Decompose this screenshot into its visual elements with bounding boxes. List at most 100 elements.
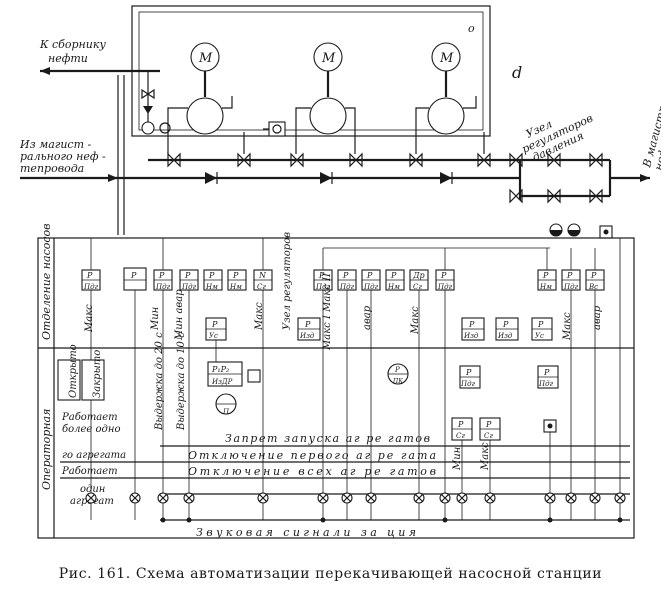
svg-text:Р: Р [465,368,472,377]
vlabel-max3: Макс [410,306,421,335]
svg-text:Изд: Изд [299,332,315,340]
relay-r-uc-1: Р Ус [205,317,227,341]
svg-text:ИзДР: ИзДР [211,378,233,386]
pipeline-valves [167,152,613,239]
lamp-3 [157,492,169,504]
svg-text:Р: Р [440,271,447,280]
lamp-6 [317,492,329,504]
lamp-12 [484,492,496,504]
svg-text:Нм: Нм [205,283,218,291]
label-collector: К сборнику нефти [39,38,109,65]
lamp-4 [183,492,195,504]
sensor-r-pdg-1: Р Пдг [81,269,101,291]
svg-text:Р: Р [537,320,544,329]
band-texts: Запрет запуска аг ре гатов Отключение пе… [188,432,436,539]
sensor-r-pdg-6: Р Пдг [361,269,381,291]
lamp-1 [85,492,97,504]
operator-side-texts: Открыто Закрыто Работает более одно го а… [57,344,126,507]
pump-unit-1: М [167,42,233,135]
hall-sensor [263,121,286,137]
svg-text:Р: Р [184,271,191,280]
svg-text:Р: Р [468,320,475,329]
pump-3 [427,97,465,135]
svg-text:Р: Р [502,320,509,329]
vlabel-delay10: Выдержка до 10 с [176,332,187,431]
sensor-r-pdg-5: Р Пдг [337,269,357,291]
pump-branch-lines [117,75,485,235]
lamp-11 [456,492,468,504]
text-closed: Закрыто [92,350,103,398]
svg-text:Пдг: Пдг [563,283,579,291]
vlabel-min: Мин [150,307,161,331]
lamp-5 [257,492,269,504]
lamp-15 [589,492,601,504]
relay-r-izd-2: Р Изд [461,317,485,341]
relay-r-uc-2: Р Ус [531,317,553,341]
svg-text:Изд: Изд [463,332,479,340]
vlabel-max4: Макс [480,442,491,471]
label-d-mark: d [512,63,522,82]
vlabel-min2: Мин [452,447,463,471]
motor-1-label: М [198,51,213,66]
sensor-r-box: Р [123,267,147,291]
lamp-8 [365,492,377,504]
lamp-13 [544,492,556,504]
svg-text:Р: Р [543,368,550,377]
relay-boxes: Р Ус Р Изд Р Изд Р Изд Р Ус [205,317,559,441]
svg-text:Сг: Сг [413,283,422,291]
vlabel-reg-node: Узел регуляторов [282,232,293,330]
svg-text:Р: Р [390,271,397,280]
room-operator: Операторная [40,409,53,490]
svg-text:Пдг: Пдг [538,380,554,388]
svg-text:N: N [258,271,267,280]
motor-3-label: М [439,51,454,66]
sensor-r-pdg-3: Р Пдг [179,269,199,291]
svg-text:Ус: Ус [535,332,544,340]
lamp-7 [341,492,353,504]
text-ga-agg: го агрегата [62,450,126,461]
motor-2-label: М [321,51,336,66]
pump-1 [186,97,224,135]
svg-text:Пдг: Пдг [363,283,379,291]
svg-text:Р: Р [394,366,400,374]
svg-text:Изд: Изд [497,332,513,340]
svg-text:Р: Р [590,271,597,280]
vlabel-max1: Макс [84,304,95,333]
relay-r-pdg-lower: Р Пдг [459,365,481,389]
svg-text:Пдг: Пдг [315,283,331,291]
text-works-more: Работает более одно [61,412,121,435]
pump-unit-2: М [295,42,356,135]
vlabel-delay20: Выдержка до 20 с [154,332,165,431]
vertical-labels: Макс Мин Мин авар Выдержка до 20 с Выдер… [84,232,603,471]
pump-unit-3: М [415,42,477,135]
svg-text:Пдг: Пдг [83,283,99,291]
svg-text:Пдг: Пдг [339,283,355,291]
sensor-n-sg: N Сг [253,269,273,291]
vlabel-max5: Макс [562,312,573,341]
svg-text:Р: Р [304,320,311,329]
signal-wires [90,238,621,520]
svg-text:Нм: Нм [539,283,552,291]
figure-caption: Рис. 161. Схема автоматизации перекачива… [58,566,603,582]
svg-text:Р: Р [542,271,549,280]
sensor-r-pdg-2: Р Пдг [153,269,173,291]
sensor-ar-sg: Др Сг [409,269,429,291]
sensor-r-pdg-7: Р Пдг [435,269,455,291]
relay-r-izd-1: Р Изд [297,317,321,341]
svg-text:Р: Р [342,271,349,280]
label-o-mark: о [468,22,475,35]
svg-text:Пдг: Пдг [437,283,453,291]
relay-r-izd-3: Р Изд [495,317,519,341]
operator-buses [60,445,630,521]
svg-text:Р: Р [158,271,165,280]
vlabel-min-avar: Мин авар [174,289,185,341]
sensor-r-nm-1: Р Нм [203,269,223,291]
svg-text:Р₁Р₂: Р₁Р₂ [211,365,229,374]
svg-text:Р: Р [485,420,492,429]
svg-text:Пдг: Пдг [181,283,197,291]
svg-text:Вс: Вс [588,283,598,291]
svg-text:Сг: Сг [456,432,465,440]
vlabel-max2: Макс [254,302,265,331]
automation-scheme: о d М М М К сборнику [19,5,661,539]
svg-text:Р: Р [86,271,93,280]
